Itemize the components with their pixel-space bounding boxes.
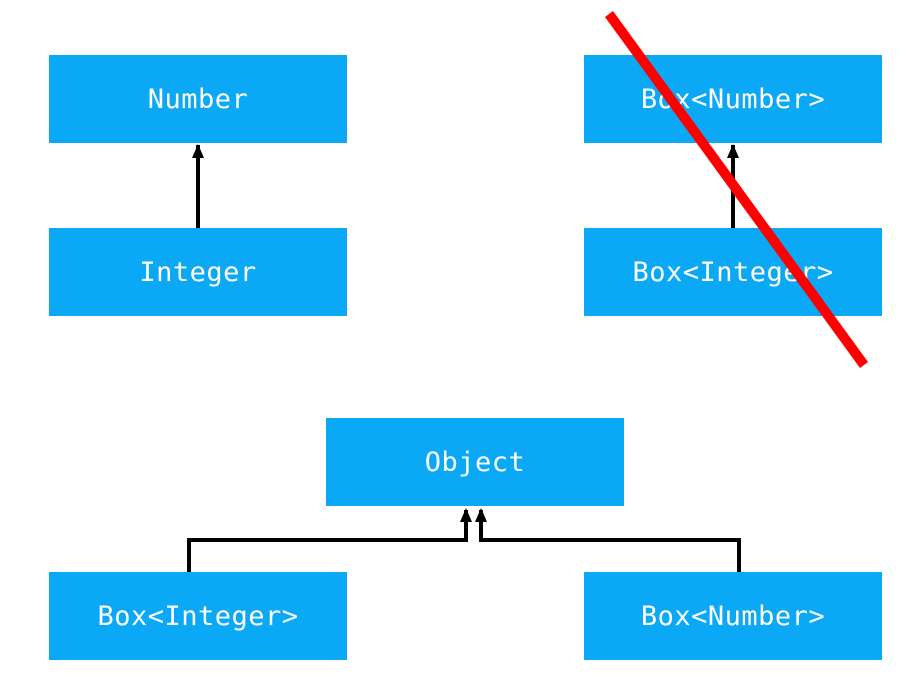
box-integer-to-object-arrowhead bbox=[460, 508, 472, 522]
number-class-box: Number bbox=[49, 55, 347, 143]
object-class-box: Object bbox=[326, 418, 624, 506]
integer-class-label: Integer bbox=[139, 256, 257, 288]
box-integer-class-box: Box<Integer> bbox=[584, 228, 882, 316]
box-integer-subtype-label: Box<Integer> bbox=[97, 600, 299, 632]
box-integer-to-object-arrow bbox=[187, 510, 468, 572]
box-number-class-box: Box<Number> bbox=[584, 55, 882, 143]
box-number-to-object-arrow bbox=[479, 510, 741, 572]
number-class-label: Number bbox=[147, 83, 249, 115]
box-integer-subtype-box: Box<Integer> bbox=[49, 572, 347, 660]
box-number-to-object-arrowhead bbox=[475, 508, 487, 522]
box-number-class-label: Box<Number> bbox=[640, 83, 826, 115]
box-integer-class-label: Box<Integer> bbox=[632, 256, 834, 288]
box-integer-to-box-number-arrowhead bbox=[727, 144, 739, 158]
box-number-subtype-box: Box<Number> bbox=[584, 572, 882, 660]
integer-class-box: Integer bbox=[49, 228, 347, 316]
integer-to-number-arrowhead bbox=[192, 144, 204, 158]
box-number-subtype-label: Box<Number> bbox=[640, 600, 826, 632]
object-class-label: Object bbox=[424, 446, 526, 478]
